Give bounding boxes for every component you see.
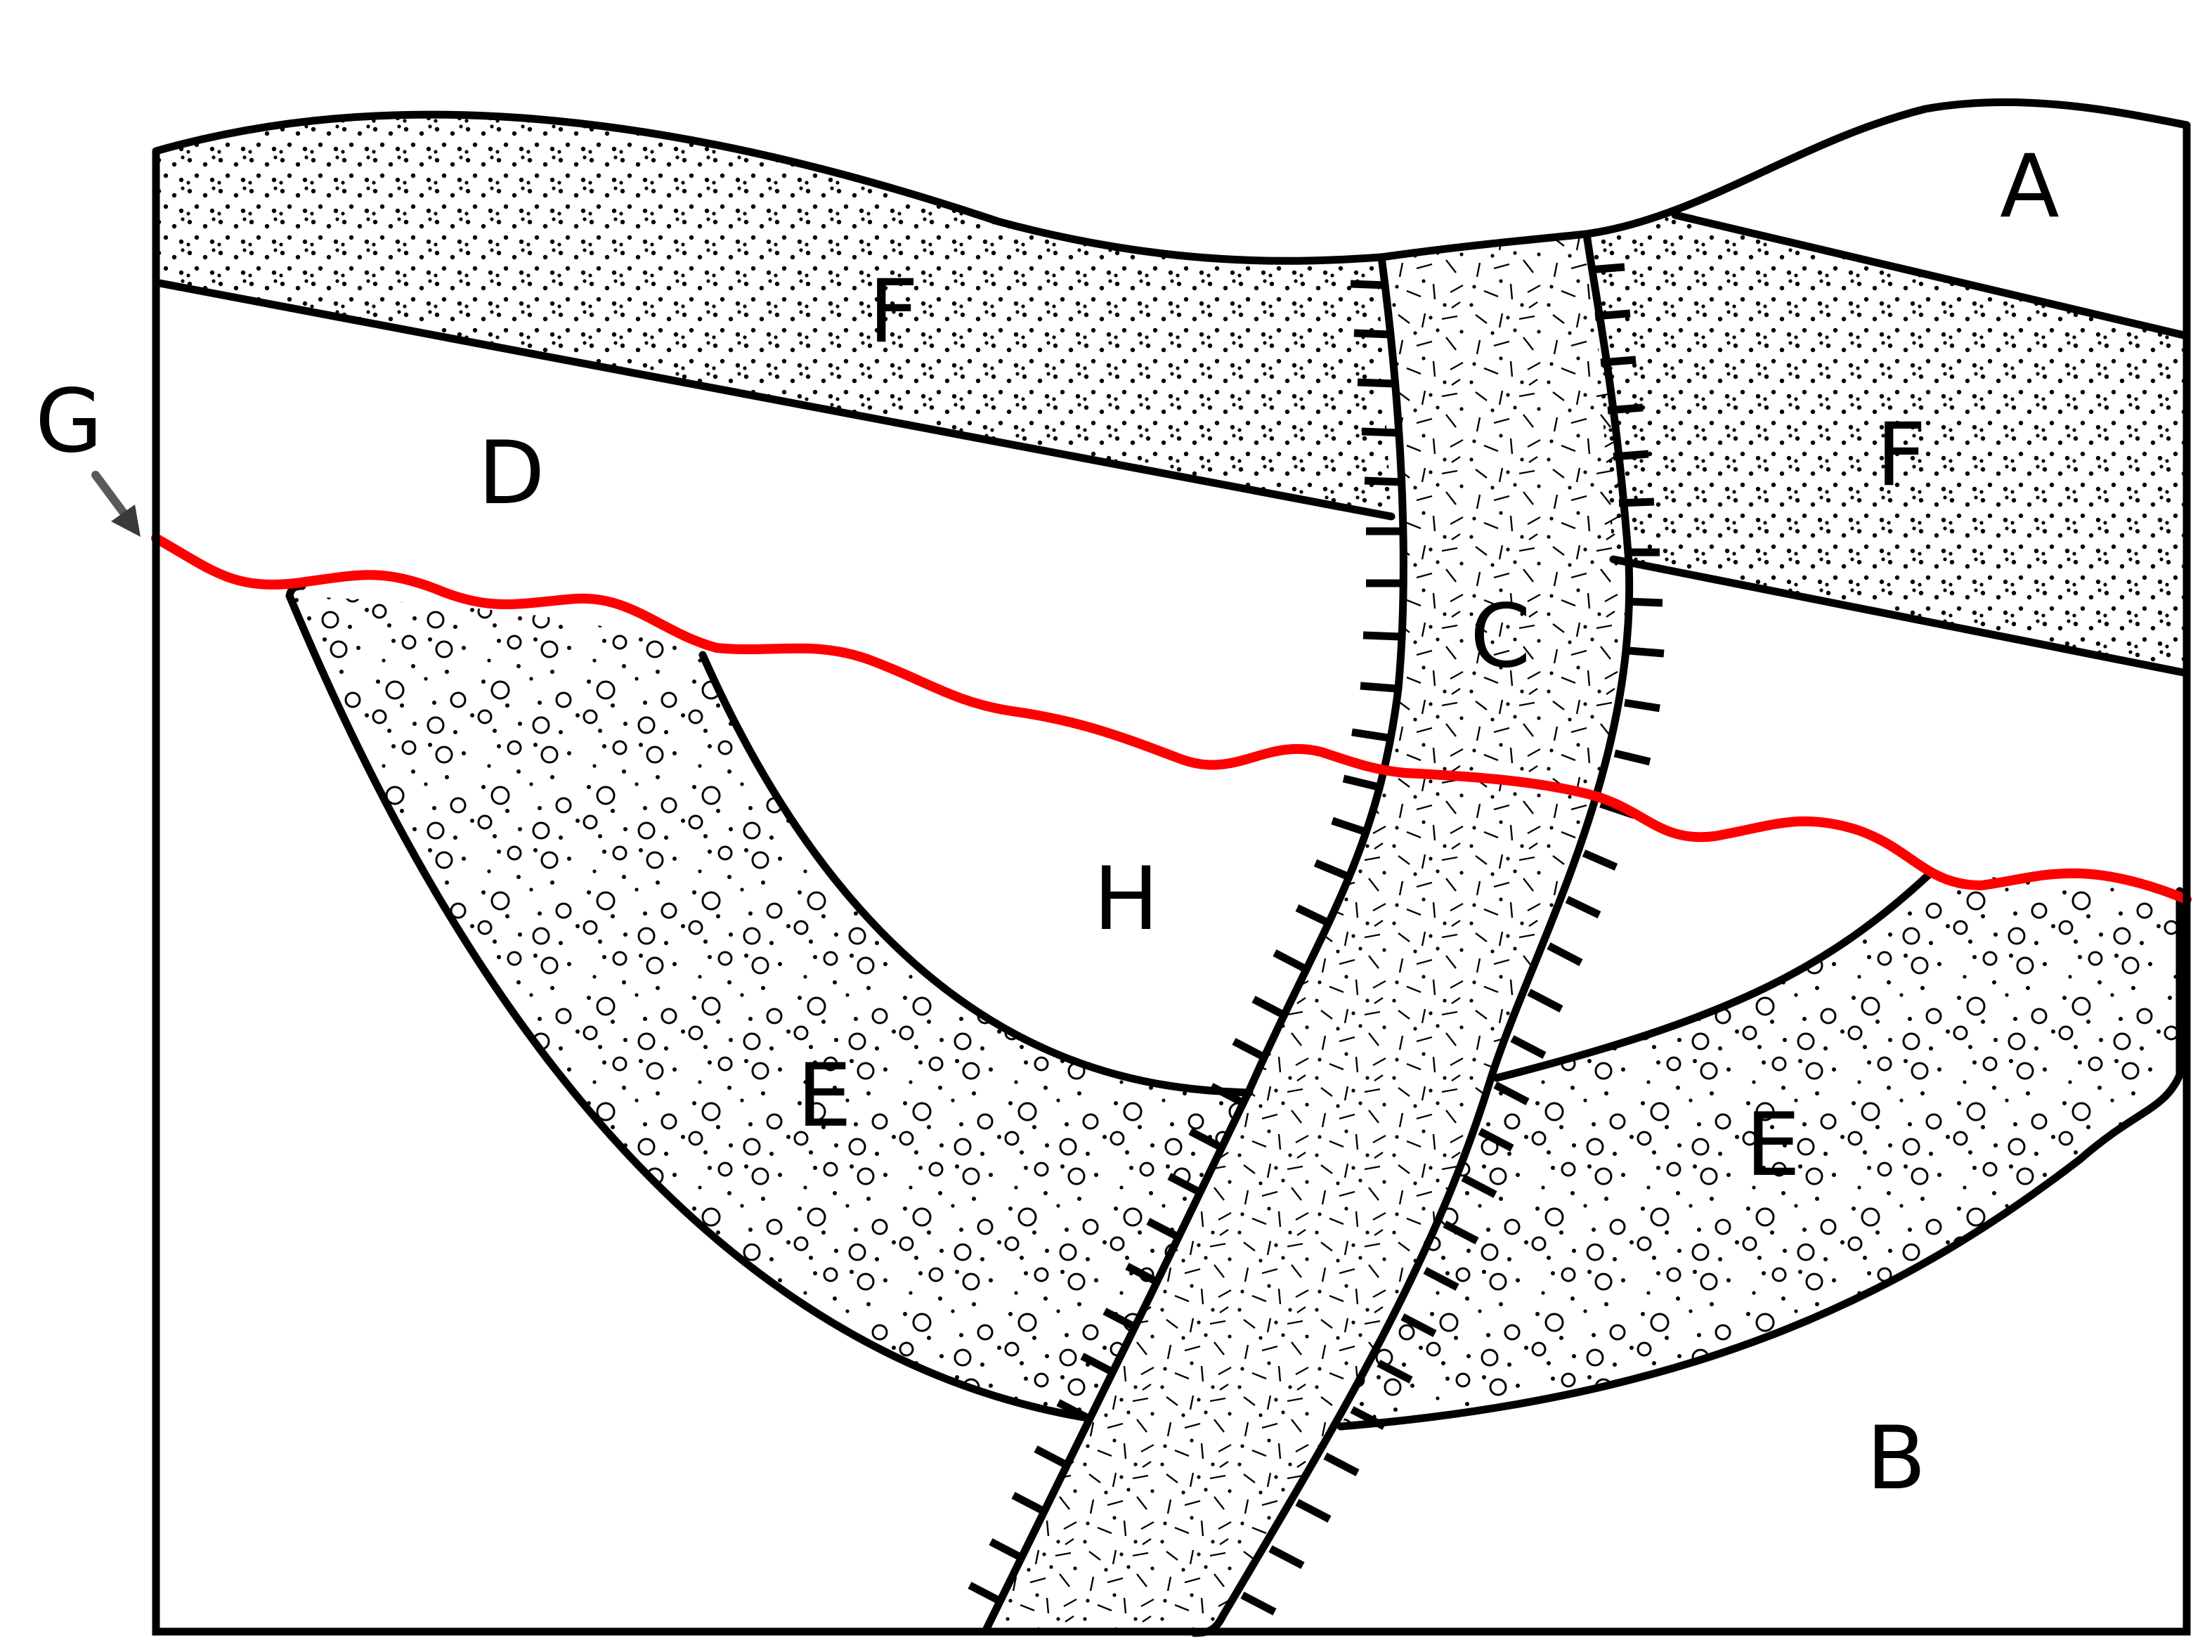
layer-e-left — [289, 596, 1249, 1418]
label-d: D — [478, 423, 545, 524]
label-f-right: F — [1876, 405, 1926, 506]
label-g: G — [35, 371, 103, 472]
g-pointer-arrow — [96, 475, 141, 537]
label-a: A — [2000, 136, 2060, 238]
label-e-left: E — [797, 1046, 852, 1147]
label-b: B — [1866, 1408, 1926, 1509]
label-c: C — [1470, 586, 1531, 687]
label-h: H — [1093, 849, 1159, 950]
label-f-left: F — [868, 261, 918, 363]
label-e-right: E — [1745, 1095, 1800, 1196]
